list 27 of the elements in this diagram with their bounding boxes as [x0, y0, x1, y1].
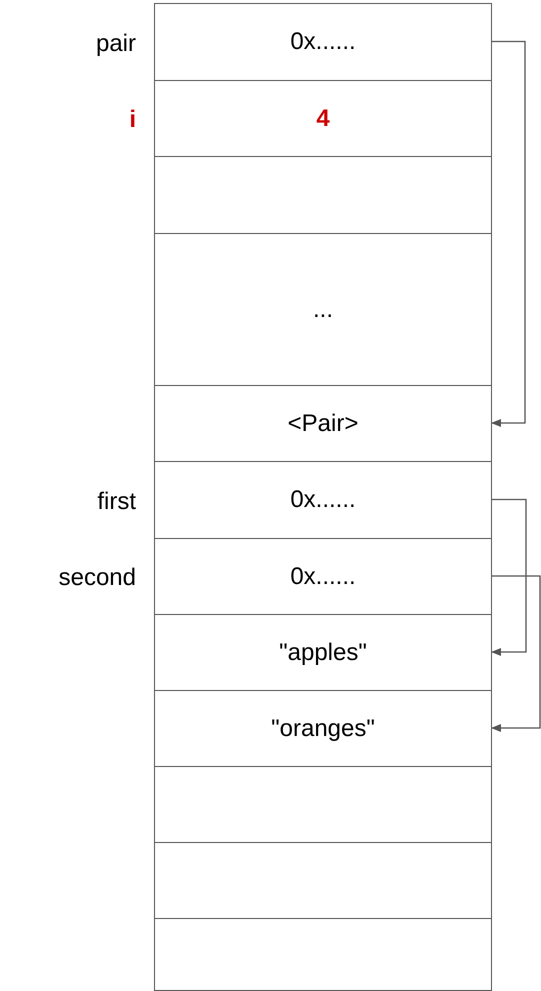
memory-cell: [154, 80, 492, 157]
memory-cell: [154, 538, 492, 615]
memory-cell: [154, 842, 492, 919]
variable-name: first: [96, 486, 136, 516]
cell-value: "oranges": [271, 714, 375, 744]
cell-value: "apples": [279, 638, 367, 668]
arrow: [491, 575, 541, 732]
cell-value: <Pair>: [288, 408, 358, 438]
memory-cell: [154, 766, 492, 843]
arrow: [491, 498, 527, 656]
memory-cell: [154, 614, 492, 691]
cell-value: 0x......: [290, 485, 356, 515]
cell-value: 0x......: [290, 27, 356, 57]
memory-cell: [154, 690, 492, 767]
variable-name: pair: [94, 28, 136, 58]
cell-value: 0x......: [290, 562, 356, 592]
memory-cell: [154, 156, 492, 234]
variable-name: i: [128, 105, 136, 135]
variable-name: second: [58, 563, 136, 593]
arrow: [491, 40, 526, 427]
cell-value: 4: [316, 104, 330, 134]
memory-cell: [154, 385, 492, 462]
cell-value: ...: [312, 294, 333, 324]
memory-cell: [154, 233, 492, 386]
memory-cell: [154, 918, 492, 991]
memory-cell: [154, 3, 492, 81]
memory-cell: [154, 461, 492, 539]
